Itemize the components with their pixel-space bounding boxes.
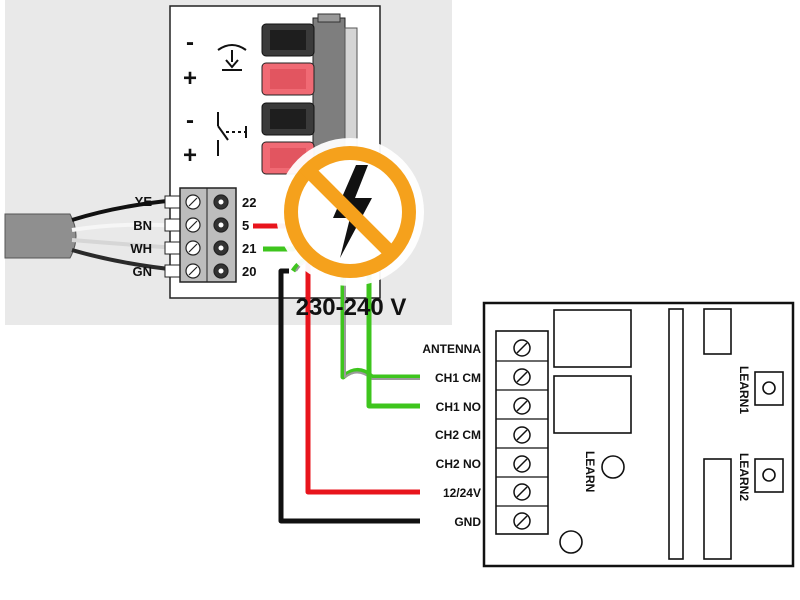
- terminal-number-22: 22: [242, 195, 256, 210]
- socket-switch-neg: [261, 102, 315, 136]
- learn1-button[interactable]: [754, 371, 784, 406]
- learn-label: LEARN: [583, 451, 597, 492]
- terminal-label-12-24v: 12/24V: [443, 486, 481, 500]
- speaker-icon: [217, 44, 247, 71]
- terminal-label-gnd: GND: [454, 515, 481, 529]
- learn2-label: LEARN2: [737, 453, 751, 501]
- mains-terminal-block: [179, 187, 237, 283]
- learn1-label: LEARN1: [737, 366, 751, 414]
- black-wire: [278, 268, 420, 524]
- learn2-button[interactable]: [754, 458, 784, 493]
- sign-speaker-pos: +: [183, 65, 197, 92]
- wire-label-ye: YE: [135, 194, 153, 209]
- socket-speaker-pos: [261, 62, 315, 96]
- receiver-board: [482, 301, 795, 568]
- wire-label-bn: BN: [133, 218, 152, 233]
- terminal-label-ch1-cm: CH1 CM: [435, 371, 481, 385]
- switch-icon: [217, 112, 247, 156]
- no-high-voltage-icon: [276, 138, 424, 286]
- voltage-label: 230-240 V: [296, 294, 407, 321]
- socket-speaker-neg: [261, 23, 315, 57]
- terminal-number-20: 20: [242, 264, 256, 279]
- wire-label-gn: GN: [133, 264, 153, 279]
- terminal-label-antenna: ANTENNA: [422, 342, 481, 356]
- terminal-number-5: 5: [242, 218, 249, 233]
- wire-label-wh: WH: [130, 241, 152, 256]
- sign-switch-neg: -: [186, 107, 194, 134]
- sign-speaker-neg: -: [186, 29, 194, 56]
- terminal-label-ch1-no: CH1 NO: [436, 400, 481, 414]
- terminal-number-21: 21: [242, 241, 256, 256]
- sign-switch-pos: +: [183, 142, 197, 169]
- terminal-label-ch2-no: CH2 NO: [436, 457, 481, 471]
- terminal-label-ch2-cm: CH2 CM: [435, 428, 481, 442]
